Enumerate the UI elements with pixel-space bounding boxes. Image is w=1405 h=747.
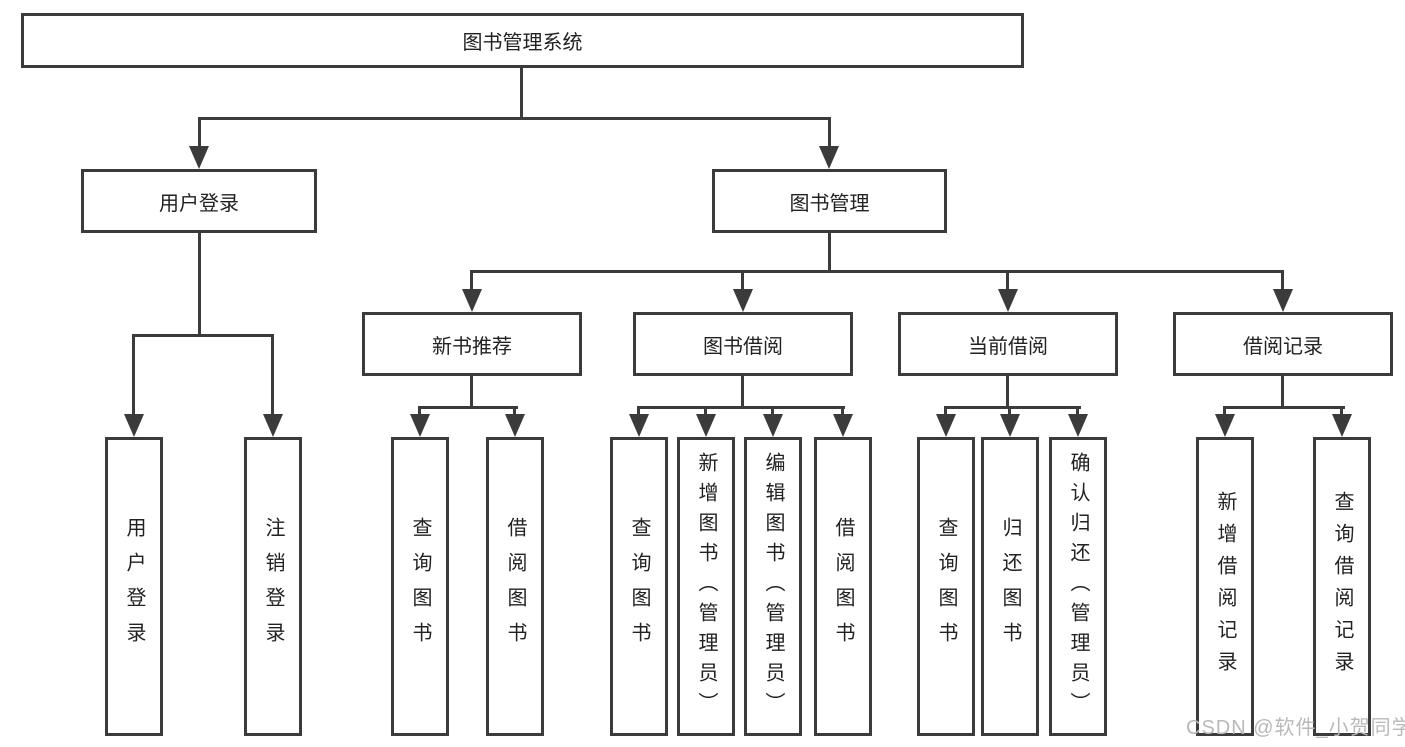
arrowhead-icon xyxy=(629,414,649,437)
connector-line xyxy=(132,334,274,337)
connector-line xyxy=(1006,376,1009,408)
leaf-return-books-label: 归还图书 xyxy=(999,516,1021,657)
csdn-watermark: CSDN @软件_小贺同学 xyxy=(1186,717,1405,739)
connector-line xyxy=(828,117,831,150)
leaf-add-books-admin: 新增图书（管理员） xyxy=(677,437,735,736)
leaf-logout: 注销登录 xyxy=(244,437,302,736)
connector-line xyxy=(520,68,523,120)
connector-line xyxy=(198,117,201,150)
leaf-logout-label: 注销登录 xyxy=(262,516,284,657)
arrowhead-icon xyxy=(189,146,209,169)
leaf-borrow-books-recommend-label: 借阅图书 xyxy=(504,516,526,657)
leaf-borrow-books-recommend: 借阅图书 xyxy=(486,437,544,736)
node-borrowing-records: 借阅记录 xyxy=(1173,312,1393,376)
node-book-borrowing: 图书借阅 xyxy=(633,312,853,376)
node-book-borrowing-label: 图书借阅 xyxy=(703,335,783,358)
connector-line xyxy=(1076,406,1079,416)
leaf-confirm-return-admin-label: 确认归还（管理员） xyxy=(1067,451,1089,722)
connector-line xyxy=(944,406,947,416)
arrowhead-icon xyxy=(763,414,783,437)
leaf-query-borrow-record: 查询借阅记录 xyxy=(1313,437,1371,736)
node-book-management: 图书管理 xyxy=(712,169,947,233)
connector-line xyxy=(828,232,831,272)
connector-line xyxy=(1006,270,1009,291)
arrowhead-icon xyxy=(1332,414,1352,437)
connector-line xyxy=(841,406,844,416)
connector-line xyxy=(1223,406,1226,416)
leaf-borrow-books: 借阅图书 xyxy=(814,437,872,736)
leaf-add-books-admin-label: 新增图书（管理员） xyxy=(695,451,717,722)
connector-line xyxy=(771,406,774,416)
arrowhead-icon xyxy=(505,414,525,437)
leaf-query-books-recommend: 查询图书 xyxy=(391,437,449,736)
leaf-query-borrow-record-label: 查询借阅记录 xyxy=(1331,490,1353,683)
leaf-add-borrow-record-label: 新增借阅记录 xyxy=(1214,490,1236,683)
connector-line xyxy=(1223,406,1345,409)
arrowhead-icon xyxy=(1215,414,1235,437)
leaf-return-books: 归还图书 xyxy=(981,437,1039,736)
connector-line xyxy=(198,117,831,120)
connector-line xyxy=(1008,406,1011,416)
arrowhead-icon xyxy=(733,289,753,312)
node-borrowing-records-label: 借阅记录 xyxy=(1243,335,1323,358)
leaf-query-books-current-label: 查询图书 xyxy=(935,516,957,657)
arrowhead-icon xyxy=(462,289,482,312)
arrowhead-icon xyxy=(1273,289,1293,312)
connector-line xyxy=(1281,270,1284,291)
leaf-query-books-current: 查询图书 xyxy=(917,437,975,736)
arrowhead-icon xyxy=(124,414,144,437)
arrowhead-icon xyxy=(936,414,956,437)
connector-line xyxy=(637,406,640,416)
node-new-book-recommend-label: 新书推荐 xyxy=(432,335,512,358)
connector-line xyxy=(513,406,516,416)
arrowhead-icon xyxy=(1068,414,1088,437)
connector-line xyxy=(198,233,201,337)
arrowhead-icon xyxy=(1000,414,1020,437)
connector-line xyxy=(704,406,707,416)
arrowhead-icon xyxy=(833,414,853,437)
leaf-user-login-label: 用户登录 xyxy=(123,516,145,657)
leaf-query-books-borrowing: 查询图书 xyxy=(610,437,668,736)
node-new-book-recommend: 新书推荐 xyxy=(362,312,582,376)
connector-line xyxy=(741,270,744,291)
node-root-label: 图书管理系统 xyxy=(462,32,583,54)
leaf-borrow-books-label: 借阅图书 xyxy=(832,516,854,657)
node-current-borrowing-label: 当前借阅 xyxy=(968,335,1048,358)
arrowhead-icon xyxy=(819,146,839,169)
leaf-query-books-recommend-label: 查询图书 xyxy=(409,516,431,657)
leaf-edit-books-admin: 编辑图书（管理员） xyxy=(744,437,802,736)
connector-line xyxy=(1281,376,1284,408)
leaf-query-books-borrowing-label: 查询图书 xyxy=(628,516,650,657)
leaf-user-login: 用户登录 xyxy=(105,437,163,736)
leaf-add-borrow-record: 新增借阅记录 xyxy=(1196,437,1254,736)
connector-line xyxy=(418,406,421,416)
connector-line xyxy=(1340,406,1343,416)
leaf-edit-books-admin-label: 编辑图书（管理员） xyxy=(762,451,784,722)
node-current-borrowing: 当前借阅 xyxy=(898,312,1118,376)
connector-line xyxy=(944,406,1081,409)
leaf-confirm-return-admin: 确认归还（管理员） xyxy=(1049,437,1107,736)
connector-line xyxy=(271,334,274,417)
node-root: 图书管理系统 xyxy=(21,13,1024,68)
arrowhead-icon xyxy=(263,414,283,437)
connector-line xyxy=(132,334,135,417)
node-user-login-label: 用户登录 xyxy=(159,192,239,215)
connector-line xyxy=(741,376,744,408)
connector-line xyxy=(470,270,1284,273)
connector-line xyxy=(637,406,845,409)
node-user-login: 用户登录 xyxy=(81,169,317,233)
arrowhead-icon xyxy=(696,414,716,437)
arrowhead-icon xyxy=(410,414,430,437)
connector-line xyxy=(470,376,473,408)
node-book-management-label: 图书管理 xyxy=(789,192,870,215)
connector-line xyxy=(418,406,518,409)
connector-line xyxy=(470,270,473,291)
arrowhead-icon xyxy=(998,289,1018,312)
